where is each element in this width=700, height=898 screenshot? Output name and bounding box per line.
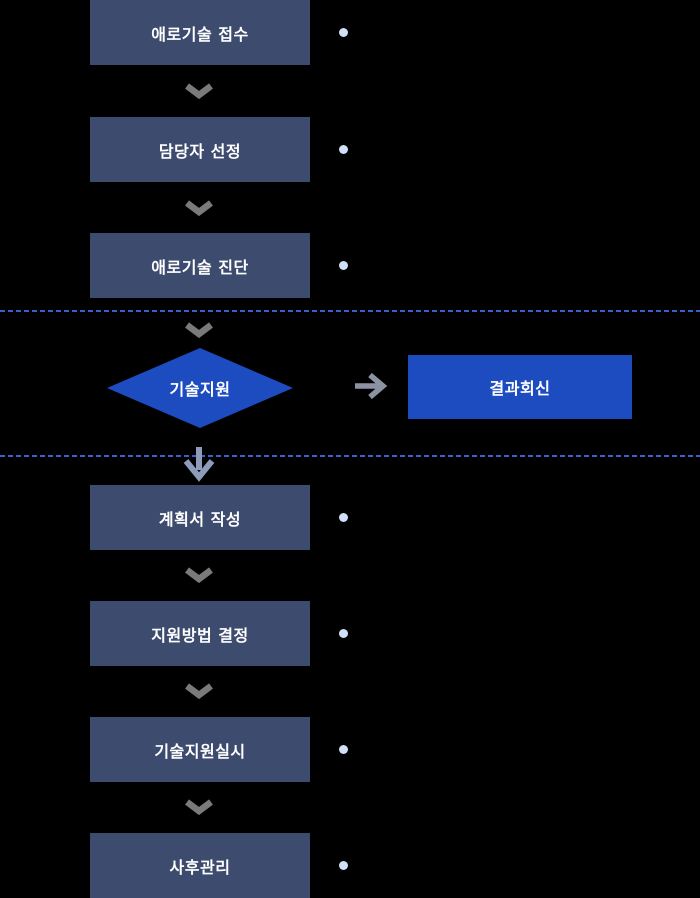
step-label: 애로기술 진단: [151, 257, 249, 277]
step-label: 담당자 선정: [158, 141, 242, 161]
chevron-down-icon: [185, 322, 213, 339]
flow-step-1: 애로기술 접수: [90, 0, 310, 65]
chevron-down-icon: [185, 799, 213, 816]
bullet-dot: [339, 145, 348, 154]
step-label: 기술지원실시: [154, 741, 246, 761]
arrow-right-icon: [355, 372, 388, 400]
chevron-down-icon: [185, 567, 213, 584]
step-label: 계획서 작성: [158, 509, 242, 529]
bullet-dot: [339, 745, 348, 754]
flow-step-2: 담당자 선정: [90, 117, 310, 182]
result-label: 결과회신: [489, 379, 551, 398]
result-box: 결과회신: [408, 355, 632, 419]
flow-step-3: 애로기술 진단: [90, 233, 310, 298]
step-label: 애로기술 접수: [151, 24, 249, 44]
dashed-divider-bottom: [0, 455, 700, 457]
step-label: 사후관리: [169, 857, 231, 877]
decision-label: 기술지원: [169, 380, 231, 399]
chevron-down-icon: [185, 200, 213, 217]
chevron-down-icon: [185, 683, 213, 700]
bullet-dot: [339, 28, 348, 37]
bullet-dot: [339, 261, 348, 270]
step-label: 지원방법 결정: [151, 625, 249, 645]
arrow-down-icon: [183, 447, 215, 482]
bullet-dot: [339, 861, 348, 870]
flow-step-4: 계획서 작성: [90, 485, 310, 550]
flow-step-7: 사후관리: [90, 833, 310, 898]
chevron-down-icon: [185, 83, 213, 100]
flow-step-6: 기술지원실시: [90, 717, 310, 782]
decision-diamond: 기술지원: [107, 348, 293, 428]
bullet-dot: [339, 629, 348, 638]
flow-step-5: 지원방법 결정: [90, 601, 310, 666]
dashed-divider-top: [0, 310, 700, 312]
bullet-dot: [339, 513, 348, 522]
